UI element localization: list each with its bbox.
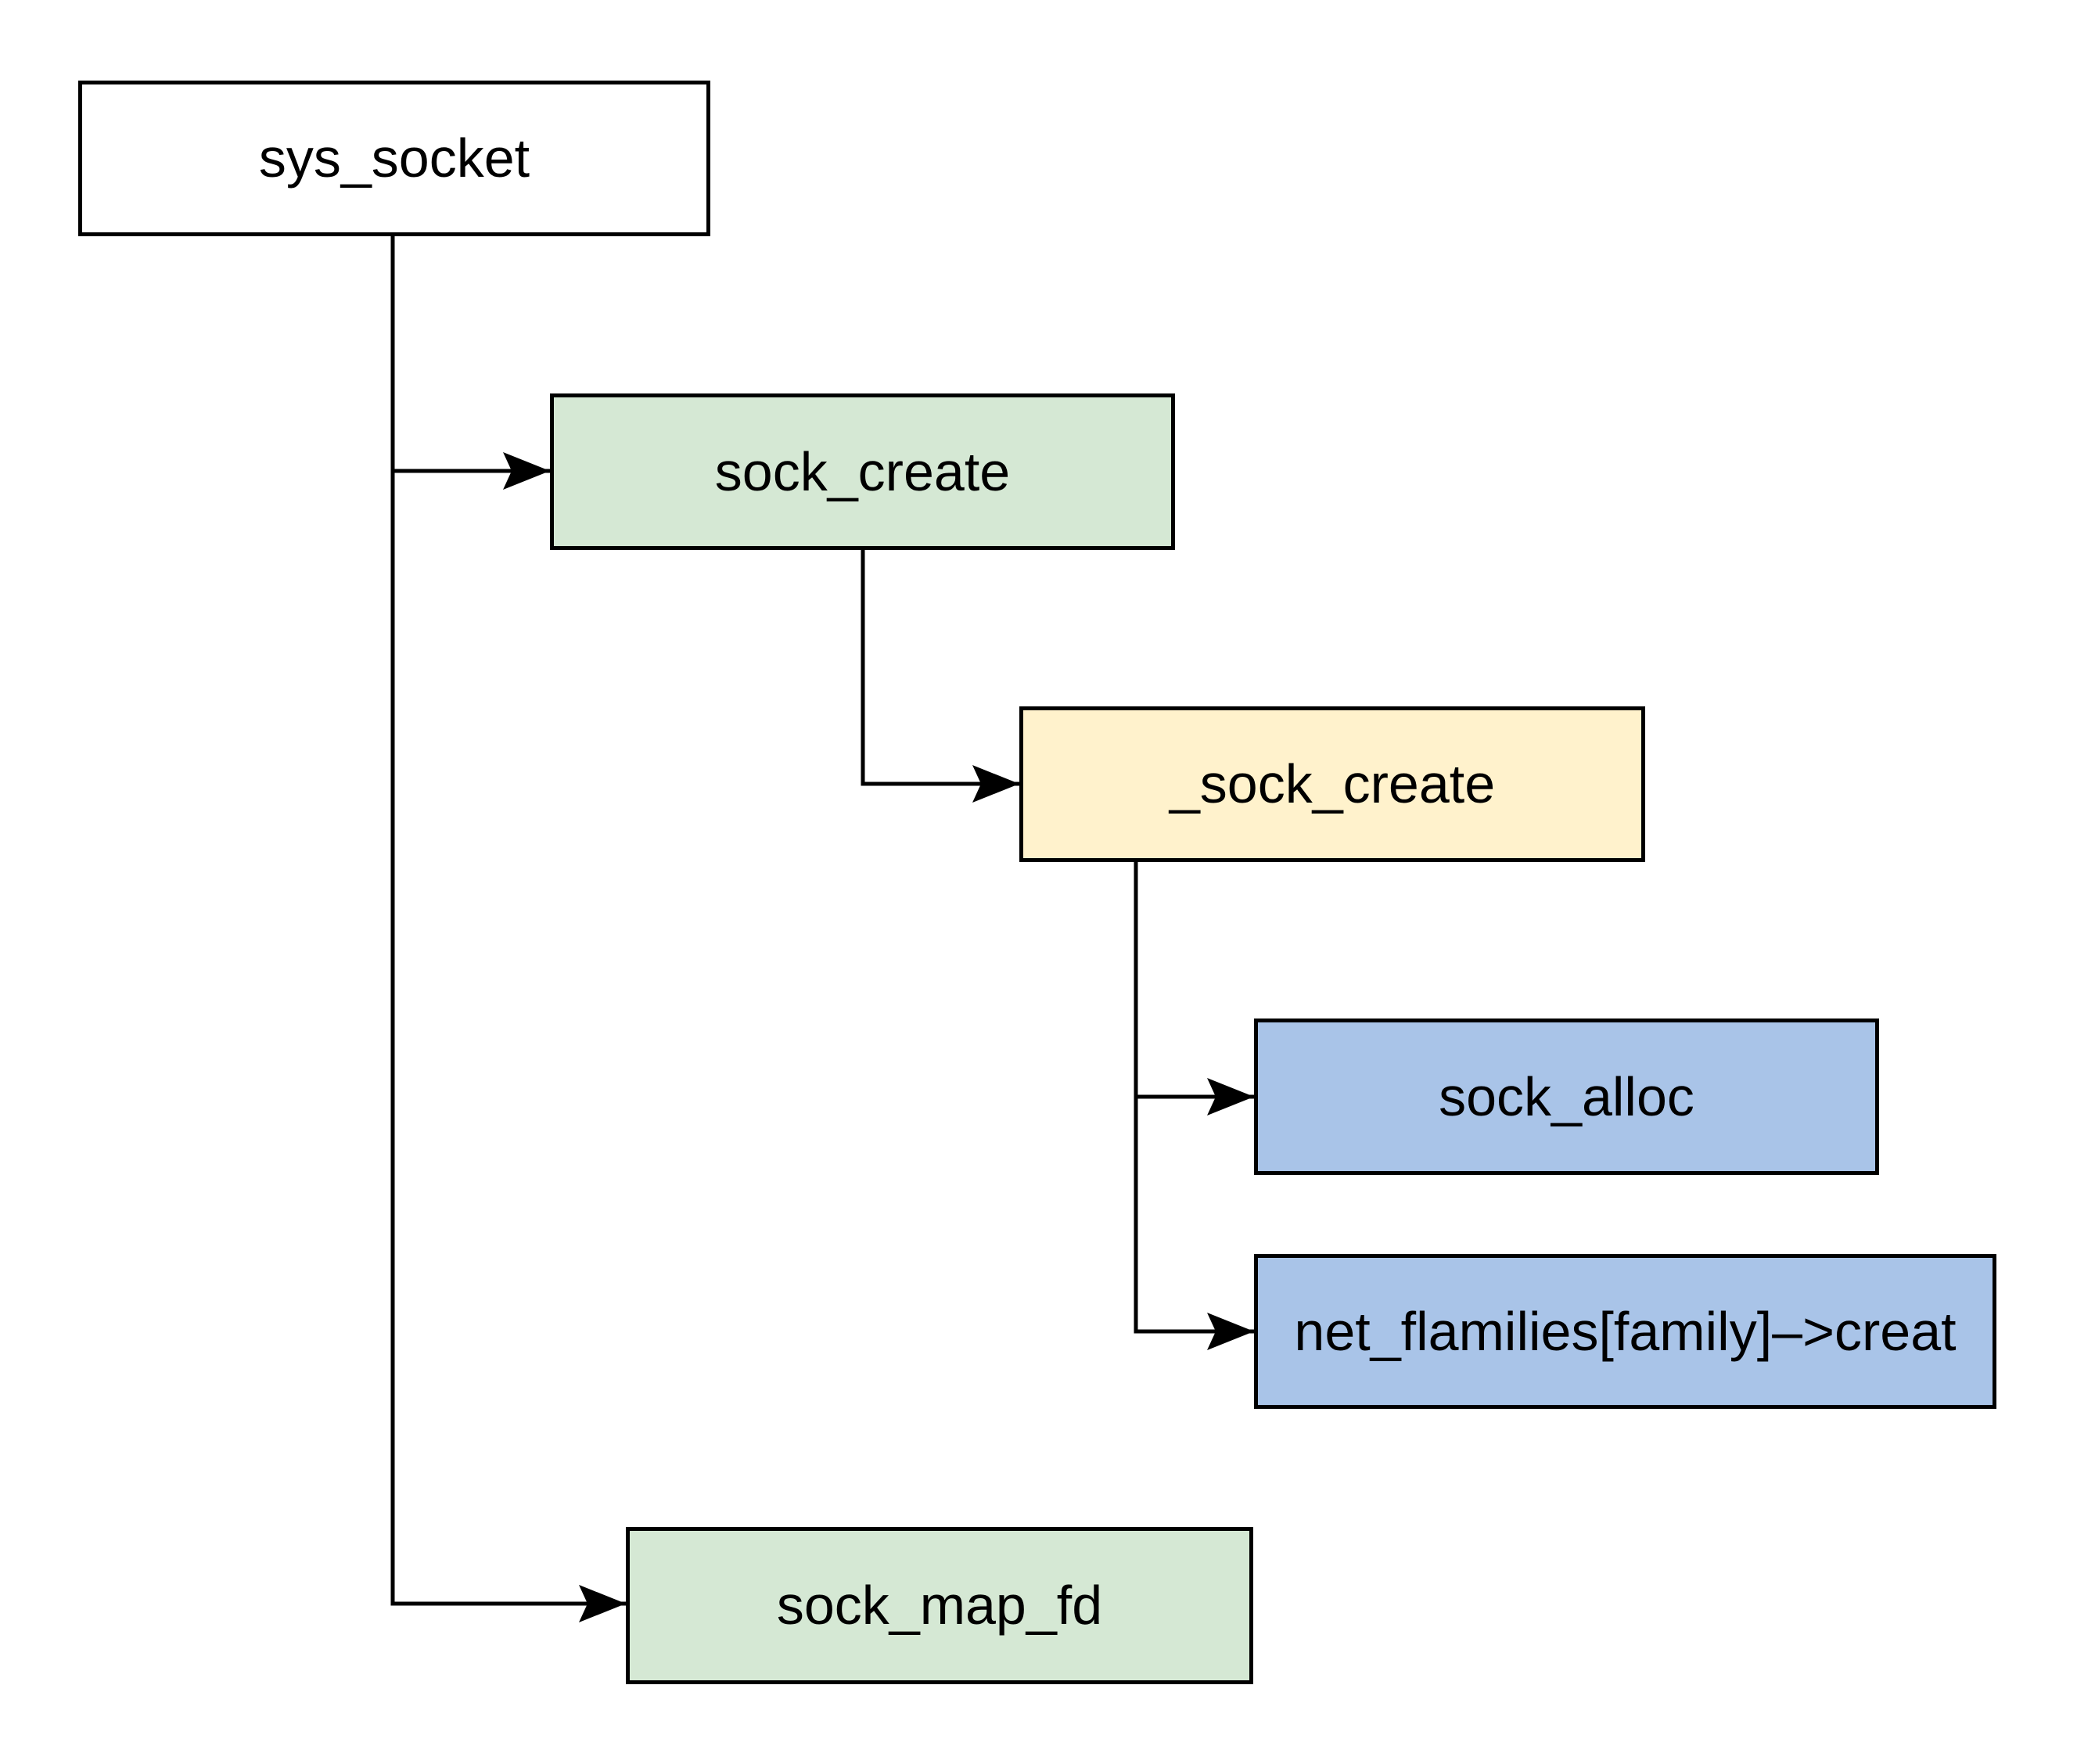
node-label-sock-map-fd: sock_map_fd <box>776 1575 1103 1636</box>
edge-sock-create-to-underscore-sock-create <box>861 550 1019 803</box>
node-net-families-create: net_flamilies[family]–>creat <box>1254 1254 1996 1409</box>
node-sock-map-fd: sock_map_fd <box>626 1527 1253 1684</box>
node-label-underscore-sock-create: _sock_create <box>1169 753 1496 814</box>
node-sock-alloc: sock_alloc <box>1254 1019 1879 1175</box>
node-label-sock-alloc: sock_alloc <box>1439 1065 1694 1127</box>
node-label-sys-socket: sys_socket <box>258 128 530 189</box>
edge-sys-socket-to-sock-create <box>390 236 550 490</box>
edge-underscore-sock-create-to-sock-alloc <box>1134 862 1254 1116</box>
edge-sys-socket-to-sock-map-fd <box>390 471 626 1622</box>
node-underscore-sock-create: _sock_create <box>1019 706 1645 862</box>
node-label-net-families-create: net_flamilies[family]–>creat <box>1294 1300 1957 1362</box>
node-label-sock-create: sock_create <box>714 440 1011 502</box>
node-sock-create: sock_create <box>550 393 1175 550</box>
node-sys-socket: sys_socket <box>78 81 710 236</box>
edge-underscore-sock-create-to-net-families <box>1134 1097 1254 1350</box>
